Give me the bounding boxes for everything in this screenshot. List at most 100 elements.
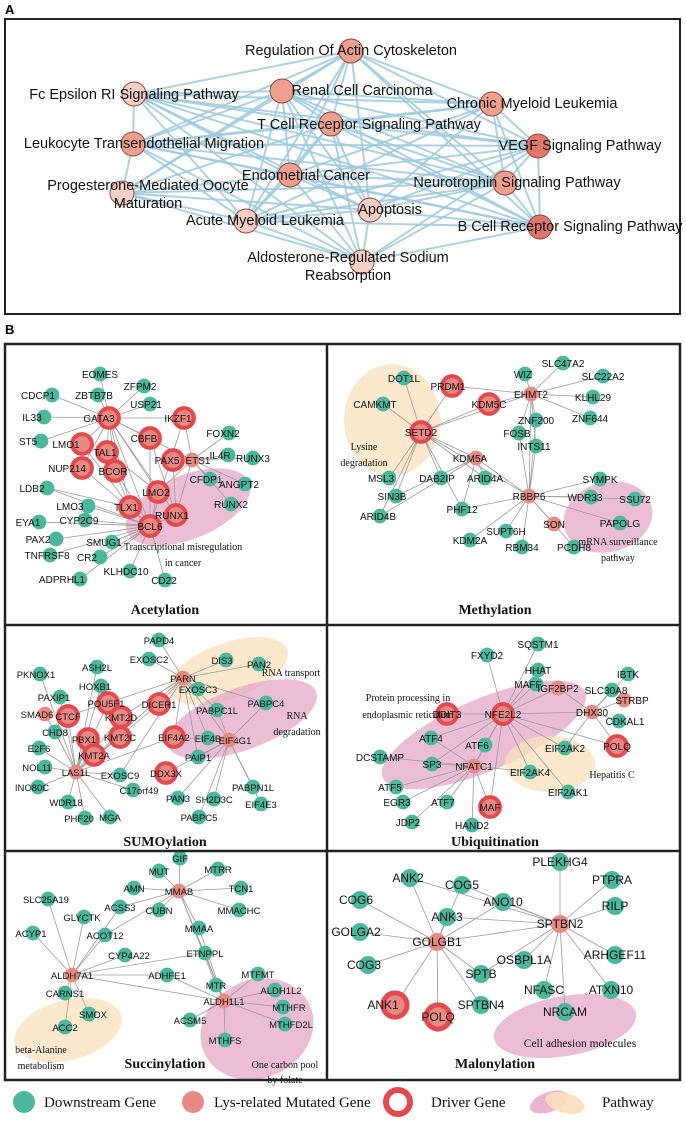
gene-label-pbx1: PBX1 bbox=[72, 735, 96, 746]
gene-node-sptb bbox=[471, 964, 491, 984]
gene-node-cdcp1 bbox=[44, 387, 60, 403]
gene-label-papd4: PAPD4 bbox=[144, 636, 174, 647]
gene-label-gif: GIF bbox=[172, 854, 188, 865]
gene-node-sh2d3c bbox=[206, 791, 222, 807]
gene-node-arhgef11 bbox=[605, 945, 625, 965]
gene-edge bbox=[367, 941, 438, 966]
gene-label-kdm2a: KDM2A bbox=[453, 536, 488, 547]
gene-node-kdm5a bbox=[468, 450, 484, 466]
pathway-edge bbox=[133, 93, 371, 211]
gene-node-bcl6 bbox=[138, 514, 162, 538]
gene-label-eif4a2: EIF4A2 bbox=[158, 733, 190, 744]
pathway-edge bbox=[132, 143, 363, 263]
gene-node-pknox1 bbox=[32, 666, 48, 682]
gene-label-egr3: EGR3 bbox=[383, 798, 411, 809]
pathway-edge bbox=[537, 145, 541, 228]
gene-edge bbox=[71, 906, 121, 976]
gene-node-bcor bbox=[103, 459, 127, 483]
gene-node-il33 bbox=[36, 409, 52, 425]
panel-b-label: B bbox=[5, 322, 14, 337]
gene-edge bbox=[75, 771, 86, 819]
gene-label-ehmt2: EHMT2 bbox=[514, 390, 548, 401]
gene-label-wdr18: WDR18 bbox=[49, 798, 82, 809]
gene-node-chd8 bbox=[47, 724, 63, 740]
gene-label-ikzf1: IKZF1 bbox=[164, 414, 192, 425]
pathway-edge bbox=[121, 182, 506, 194]
gene-node-lmo2 bbox=[146, 480, 170, 504]
panel-b-frame bbox=[3, 342, 682, 1082]
gene-edge bbox=[502, 713, 618, 747]
gene-edge bbox=[149, 437, 177, 516]
gene-label-nup214: NUP214 bbox=[48, 464, 86, 475]
gene-node-wdr18 bbox=[60, 794, 76, 810]
gene-node-atf7 bbox=[439, 794, 455, 810]
gene-node-znf200 bbox=[528, 412, 544, 428]
pathway-label-hepatitis-c: Hepatitis C bbox=[589, 770, 635, 781]
gene-node-ank1 bbox=[380, 990, 410, 1020]
gene-label-smad6: SMAD6 bbox=[21, 710, 54, 721]
gene-label-plekhg4: PLEKHG4 bbox=[532, 855, 588, 869]
pathway-label2-prog: Maturation bbox=[114, 196, 183, 212]
gene-label-ints11: INTS11 bbox=[517, 442, 551, 453]
pathway-label2-lysine: degradation bbox=[340, 458, 387, 469]
gene-node-aldh7a1 bbox=[64, 967, 80, 983]
gene-node-ano10 bbox=[493, 892, 513, 912]
gene-label-exosc3: EXOSC3 bbox=[179, 685, 218, 696]
gene-edge bbox=[71, 916, 85, 976]
gene-label-dcstamp: DCSTAMP bbox=[356, 753, 404, 764]
gene-label-smug1: SMUG1 bbox=[86, 538, 122, 549]
gene-edge bbox=[502, 711, 593, 715]
pathway-label-rcc: Renal Cell Carcinoma bbox=[291, 83, 433, 99]
gene-label-wdr33: WDR33 bbox=[567, 493, 602, 504]
gene-node-jdp2 bbox=[404, 814, 420, 830]
gene-label-pabpc5: PABPC5 bbox=[181, 813, 218, 824]
gene-label-acyp1: ACYP1 bbox=[15, 929, 46, 940]
gene-label-ank3: ANK3 bbox=[431, 910, 463, 924]
gene-node-cdkal1 bbox=[611, 713, 627, 729]
pathway-edge bbox=[369, 182, 506, 211]
gene-node-ddit3 bbox=[435, 702, 459, 726]
gene-node-nrcam bbox=[555, 1002, 575, 1022]
gene-node-zfpm2 bbox=[136, 378, 152, 394]
gene-node-setd2 bbox=[409, 420, 433, 444]
gene-label-nfatc1: NFATC1 bbox=[455, 762, 493, 773]
gene-node-smug1 bbox=[104, 534, 120, 550]
gene-label-znf200: ZNF200 bbox=[518, 416, 555, 427]
gene-edge bbox=[182, 659, 227, 679]
gene-nodes bbox=[372, 355, 643, 555]
gene-label-strbp: STRBP bbox=[615, 696, 649, 707]
gene-label-maff: MAFF bbox=[514, 680, 541, 691]
pathway-edge bbox=[330, 123, 506, 184]
gene-edge bbox=[436, 923, 561, 943]
gene-edge bbox=[489, 713, 504, 808]
gene-label-lmo1: LMO1 bbox=[52, 440, 80, 451]
gene-node-zbtb7b bbox=[90, 387, 106, 403]
gene-label-las1l: LAS1L bbox=[62, 768, 91, 779]
gene-edge bbox=[420, 431, 486, 479]
gene-label-dis3: DIS3 bbox=[211, 656, 232, 667]
pathway-label2-transcriptional-misregulation: in cancer bbox=[165, 558, 202, 569]
gene-edge bbox=[32, 932, 73, 976]
gene-label-gata3: GATA3 bbox=[83, 414, 115, 425]
pathway-edge bbox=[245, 50, 352, 222]
gene-edge bbox=[436, 941, 482, 975]
gene-label-kdm5a: KDM5A bbox=[453, 454, 488, 465]
gene-node-ank2 bbox=[400, 868, 420, 888]
gene-edge bbox=[436, 941, 482, 1006]
pathway-edge bbox=[121, 123, 332, 194]
gene-node-etnppl bbox=[197, 945, 213, 961]
gene-edge bbox=[431, 713, 504, 765]
pathway-label-bcr: B Cell Receptor Signaling Pathway bbox=[458, 219, 684, 235]
pathway-node-tcr bbox=[318, 111, 344, 137]
gene-node-eif2ak1 bbox=[560, 784, 576, 800]
gene-label-carns1: CARNS1 bbox=[46, 989, 85, 1000]
gene-label-kmt2d: KMT2D bbox=[105, 713, 137, 724]
gene-label-adprhl1: ADPRHL1 bbox=[39, 575, 86, 586]
gene-label-paip1: PAIP1 bbox=[185, 753, 211, 764]
gene-node-fxyd2 bbox=[479, 647, 495, 663]
subpanel-title-acetylation: Acetylation bbox=[131, 603, 200, 618]
gene-label-runx3: RUNX3 bbox=[236, 454, 270, 465]
gene-node-aldh1l2 bbox=[267, 982, 283, 998]
